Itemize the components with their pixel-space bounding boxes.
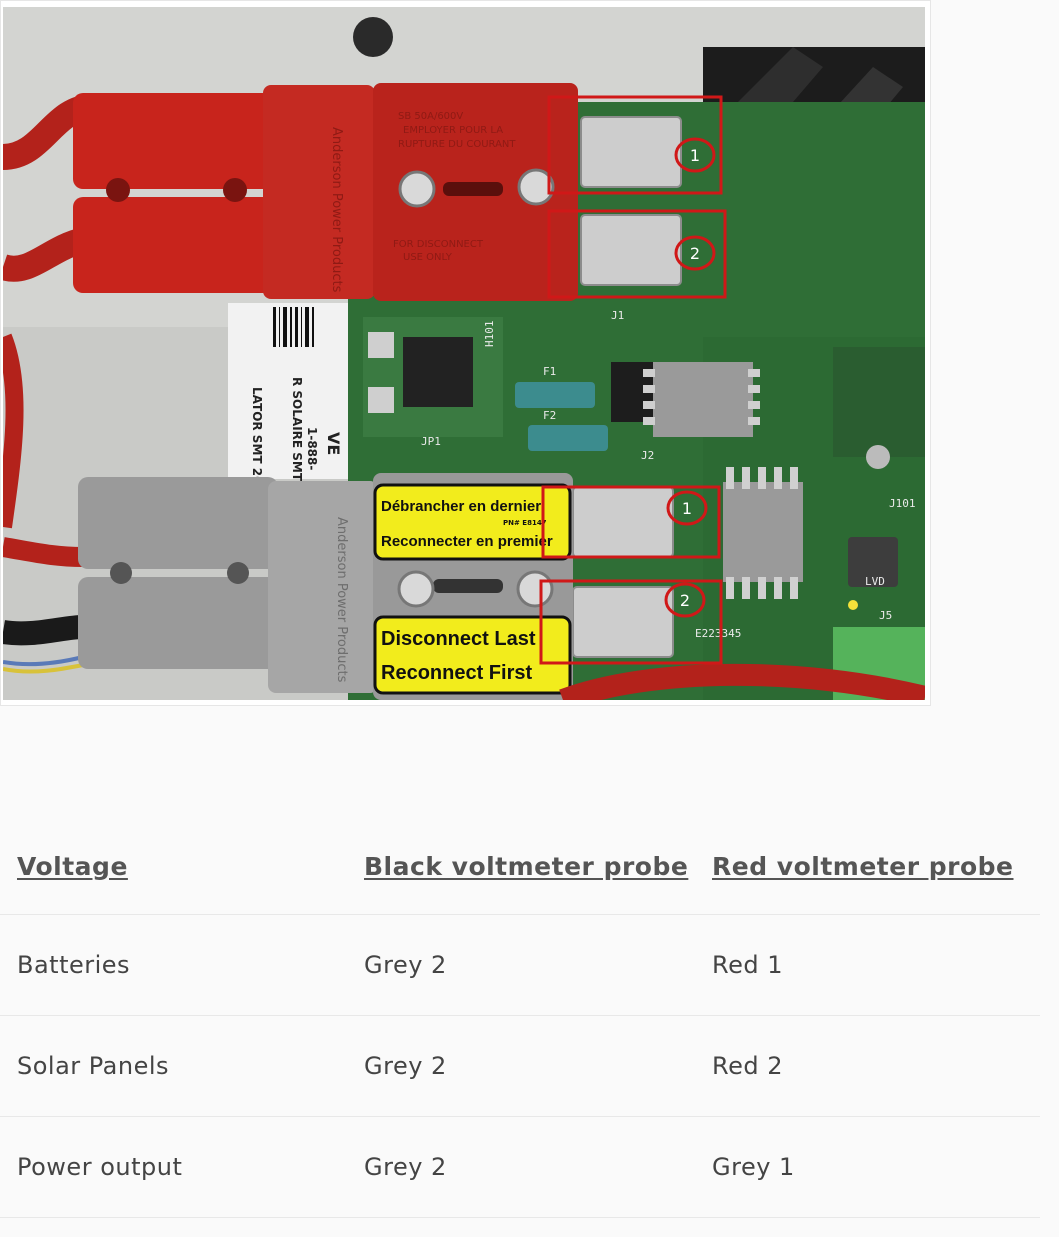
header-black-probe[interactable]: Black voltmeter probe xyxy=(347,818,695,915)
red-warning-4: FOR DISCONNECT xyxy=(393,239,484,250)
grey-connector: Anderson Power Products Débrancher en de… xyxy=(3,473,573,700)
label-f1: F1 xyxy=(543,365,556,378)
sticker-reconnecter: Reconnecter en premier xyxy=(381,533,553,550)
disconnect-sticker-en xyxy=(373,615,572,695)
label-j2: J2 xyxy=(641,449,654,462)
marker-grey-1: 1 xyxy=(682,499,692,518)
highlight-red-2 xyxy=(547,209,727,299)
red-warning-5: USE ONLY xyxy=(403,252,453,263)
red-warning-2: EMPLOYER POUR LA xyxy=(403,125,503,136)
highlight-red-1 xyxy=(547,95,723,195)
cell-red-probe: Red 1 xyxy=(695,914,1040,1016)
photo-illustration: J1 J2 J101 J5 F1 F2 JP1 LVD E223345 H101 xyxy=(3,7,925,700)
bottom-red-cable xyxy=(559,663,925,700)
header-red-probe[interactable]: Red voltmeter probe xyxy=(695,818,1040,915)
highlight-boxes xyxy=(539,95,727,665)
sticker-pn-fr: PN# E8147 xyxy=(503,519,547,527)
terminal-lugs xyxy=(572,116,682,658)
sticker-reconnect-first: Reconnect First xyxy=(381,662,532,684)
relay-top xyxy=(653,362,753,437)
sticker-disconnect-last: Disconnect Last xyxy=(381,628,536,650)
label-board-id: E223345 xyxy=(695,627,741,640)
product-sticker: 1-888- R SOLAIRE SMT 2009 LATOR SMT 2009… xyxy=(228,303,348,519)
mounting-hole xyxy=(353,17,393,57)
cell-black-probe: Grey 2 xyxy=(347,1116,695,1218)
red-warning-1: SB 50A/600V xyxy=(398,111,463,122)
header-voltage[interactable]: Voltage xyxy=(0,818,347,915)
sticker-debrancher: Débrancher en dernier xyxy=(381,498,541,515)
red-warning-3: RUPTURE DU COURANT xyxy=(398,139,516,150)
marker-red-1: 1 xyxy=(690,146,700,165)
cell-red-probe: Grey 1 xyxy=(695,1116,1040,1218)
table-row: Solar Panels Grey 2 Red 2 xyxy=(0,1015,1040,1117)
capacitor xyxy=(848,537,898,587)
label-j5: J5 xyxy=(879,609,892,622)
cell-voltage: Batteries xyxy=(0,914,347,1016)
label-j101: J101 xyxy=(889,497,916,510)
transistor xyxy=(403,337,473,407)
cell-voltage: Solar Panels xyxy=(0,1015,347,1117)
cell-red-probe: Red 2 xyxy=(695,1015,1040,1117)
sticker-text-regulator: LATOR SMT 2009 xyxy=(250,387,264,501)
red-anderson-label: Anderson Power Products xyxy=(329,127,344,293)
table-row: Power output Grey 2 Grey 1 xyxy=(0,1116,1040,1218)
sticker-text-brand: VE xyxy=(324,432,343,455)
disconnect-sticker-fr xyxy=(373,483,572,561)
table-header-row: Voltage Black voltmeter probe Red voltme… xyxy=(0,818,1040,915)
red-connector: Anderson Power Products SB 50A/600V EMPL… xyxy=(3,83,578,529)
relay-bottom xyxy=(723,482,803,582)
label-lvd: LVD xyxy=(865,575,885,588)
marker-grey-2: 2 xyxy=(680,591,690,610)
charge-controller-photo: J1 J2 J101 J5 F1 F2 JP1 LVD E223345 H101 xyxy=(3,7,925,700)
label-jp1: JP1 xyxy=(421,435,441,448)
marker-red-2: 2 xyxy=(690,244,700,263)
photo-frame: J1 J2 J101 J5 F1 F2 JP1 LVD E223345 H101 xyxy=(0,0,931,706)
label-h101: H101 xyxy=(483,321,496,348)
cell-black-probe: Grey 2 xyxy=(347,914,695,1016)
voltage-table: Voltage Black voltmeter probe Red voltme… xyxy=(0,818,1040,1218)
cell-black-probe: Grey 2 xyxy=(347,1015,695,1117)
grey-anderson-label: Anderson Power Products xyxy=(334,517,349,683)
highlight-grey-1 xyxy=(541,485,721,559)
label-f2: F2 xyxy=(543,409,556,422)
fuse-f2 xyxy=(528,425,608,451)
fuse-f1 xyxy=(515,382,595,408)
label-j1: J1 xyxy=(611,309,624,322)
cell-voltage: Power output xyxy=(0,1116,347,1218)
sticker-text-phone: 1-888- xyxy=(305,427,319,470)
highlight-grey-2 xyxy=(539,579,723,665)
table-row: Batteries Grey 2 Red 1 xyxy=(0,914,1040,1016)
